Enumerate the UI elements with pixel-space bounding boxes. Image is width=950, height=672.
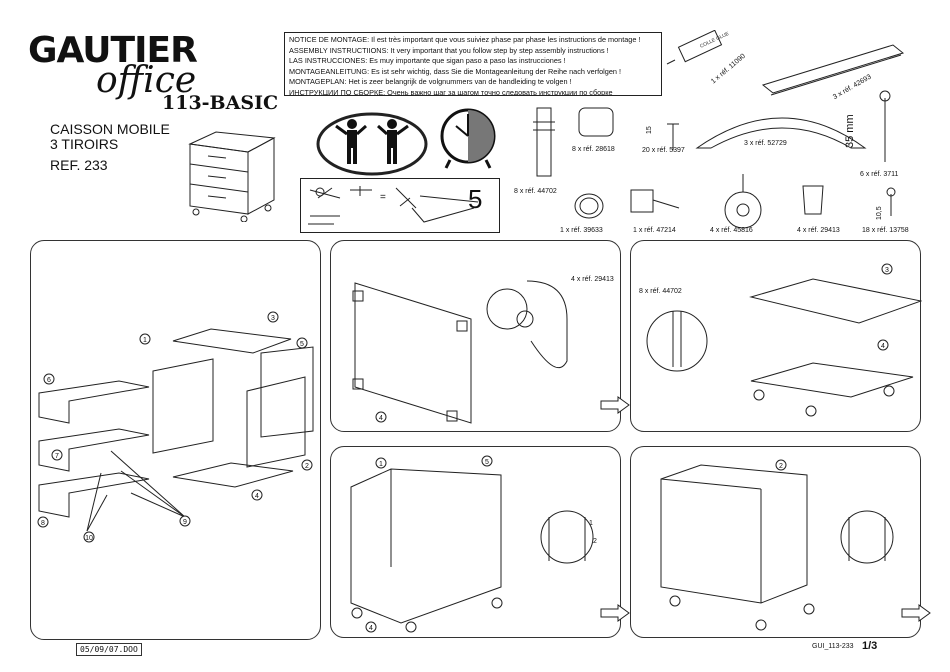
step-dowels-panel: 8 x réf. 44702 3 4 [630,240,922,432]
parts-list: COLLE GLUE 35 mm 15 10,5 [533,30,905,229]
rotation-mark-1: 1 [589,520,593,527]
step-sides-panel: 1 5 4 1 2 [330,446,621,638]
brand-logo: GAUTIER [28,30,198,71]
print-date: 05/09/07.DOO [76,643,142,656]
part-number-8: 8 [41,520,45,527]
glue-tube-text: COLLE GLUE [699,31,731,50]
part-number-6: 6 [47,377,51,384]
part-number-7: 7 [55,453,59,460]
brand-sub-logo: office [96,60,197,101]
castor-sockets-drawing: 4 x réf. 29413 4 [352,276,614,424]
document-code: GUI_113-233 [812,643,854,650]
step2-part-callout: 4 x réf. 29413 [571,276,614,283]
screw-length: 35 mm [844,114,856,148]
rotation-mark-2: 2 [593,538,597,545]
next-step-arrow-icon [600,604,630,622]
dowel-height: 10,5 [876,206,883,220]
part-number-9: 9 [183,519,187,526]
exploded-view-panel: 1 3 5 4 2 6 7 8 9 10 [30,240,321,640]
tools-box: = 5 [300,178,500,233]
part-label-handle: 3 x réf. 52729 [744,140,787,147]
part-number-3-step3: 3 [885,267,889,274]
step3-part-callout: 8 x réf. 44702 [639,288,682,295]
part-label-castor-socket: 4 x réf. 29413 [797,227,840,234]
cam-height: 15 [646,126,653,134]
part-number-4-step2: 4 [379,415,383,422]
part-number-5: 5 [300,341,304,348]
page-number: 1/3 [862,640,878,652]
part-label-cam: 8 x réf. 28618 [572,146,615,153]
part-number-2-step5: 2 [779,463,783,470]
notice-line: ASSEMBLY INSTRUCTIIONS: It very importan… [289,45,609,55]
notice-line: MONTAGEANLEITUNG: Es ist sehr wichtig, d… [289,66,622,76]
clock-icon [440,108,496,169]
part-number-4-step4: 4 [369,625,373,632]
dowels-drawing: 8 x réf. 44702 3 4 [639,263,922,417]
step-castor-sockets-panel: 4 x réf. 29413 4 [330,240,621,432]
part-label-dowel: 8 x réf. 44702 [514,188,557,195]
step-side-two-panel: 2 [630,446,921,638]
part-label-screw-short: 20 x réf. 5397 [642,147,685,154]
part-number-2: 2 [305,463,309,470]
part-number-1-step4: 1 [379,461,383,468]
tool-size: 5 [468,184,482,214]
notice-line: MONTAGEPLAN: Het is zeer belangrijk de v… [289,77,572,87]
svg-text:=: = [380,192,386,203]
product-line-2: 3 TIROIRS [50,136,119,152]
cabinet-thumbnail [188,131,276,222]
part-label-castor: 4 x réf. 45816 [710,227,753,234]
product-reference: REF. 233 [50,157,108,173]
part-number-1: 1 [143,337,147,344]
assembly-notice: NOTICE DE MONTAGE: Il est très important… [284,32,662,96]
notice-line: ИНСТРУКЦИИ ПО СБОРКЕ: Очень важно шаг за… [289,87,613,96]
two-people-icon [316,112,428,176]
part-label-lock: 1 x réf. 47214 [633,227,676,234]
notice-line: NOTICE DE MONTAGE: Il est très important… [289,35,641,44]
sides-drawing: 1 5 4 1 2 [350,455,597,633]
part-label-ring: 1 x réf. 39633 [560,227,603,234]
part-number-4-step3: 4 [881,343,885,350]
part-number-4: 4 [255,493,259,500]
next-page-arrow-icon [901,604,931,622]
part-label-dowel-small: 18 x réf. 13758 [862,227,909,234]
part-label-screw-long: 6 x réf. 3711 [860,171,899,178]
model-name: 113-BASIC [162,92,279,114]
part-number-5-step4: 5 [485,459,489,466]
side-two-drawing: 2 [660,459,894,631]
notice-line: LAS INSTRUCCIONES: Es muy importante que… [289,56,566,66]
product-line-1: CAISSON MOBILE [50,121,170,137]
exploded-view-drawing: 1 3 5 4 2 6 7 8 9 10 [37,311,314,543]
part-number-3: 3 [271,315,275,322]
next-step-arrow-icon [600,396,630,414]
part-number-10: 10 [85,535,93,542]
